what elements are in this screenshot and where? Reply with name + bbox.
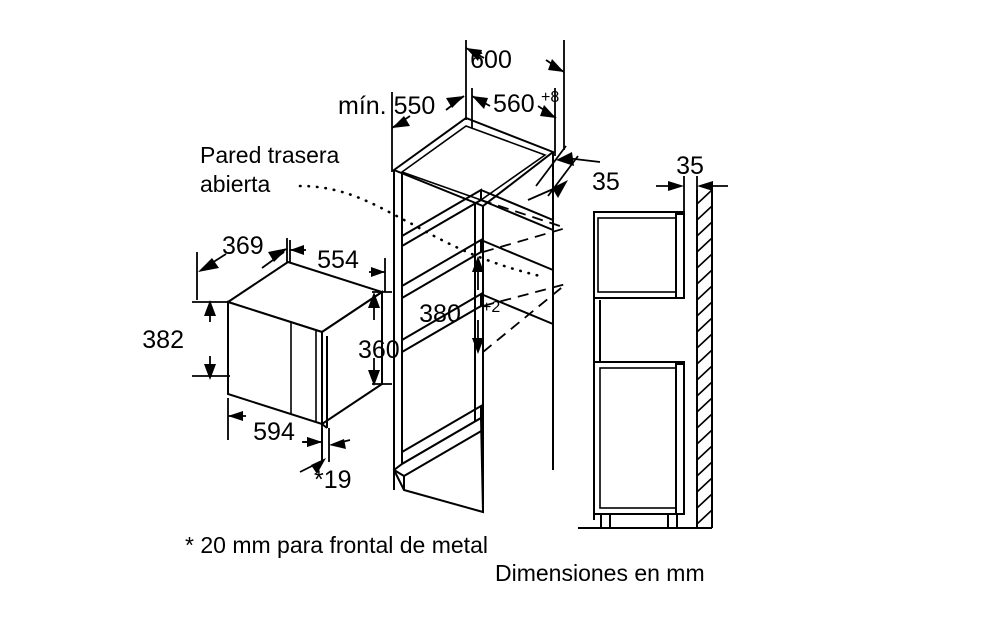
dim-382-label: 382: [142, 326, 184, 354]
side-elevation-view: [578, 189, 713, 529]
dimension-19: *19: [299, 424, 352, 494]
dim-360-arrowhead-bottom: [368, 370, 380, 386]
units-caption: Dimensiones en mm: [495, 560, 705, 586]
dim-550-arrowhead-left: [392, 116, 410, 128]
dim-35-side-label: 35: [676, 152, 704, 180]
dimension-560: 560 +8: [471, 88, 559, 156]
dim-594-arrowhead-left: [228, 411, 243, 421]
rear-open-dash-1: [482, 227, 567, 253]
open-back-note-line-2: abierta: [200, 171, 271, 197]
dim-594-label: 594: [253, 418, 295, 446]
dim-380-arrowhead-bottom: [472, 338, 484, 354]
niche-top-shelf: [401, 238, 482, 300]
niche-bottom-shelf-back: [480, 293, 554, 325]
dim-600-label: 600: [470, 46, 512, 74]
dim-369-arrowhead-right: [268, 248, 288, 262]
cabinet-shelf-upper-back: [480, 189, 554, 221]
dim-35-side-arrowhead-right: [697, 181, 713, 191]
rear-open-dash-3: [482, 283, 567, 307]
dim-560-tolerance: +8: [541, 89, 559, 106]
dim-35-iso-arrowhead-upper: [556, 152, 574, 166]
dim-560-arrowhead-left: [472, 96, 488, 109]
dim-600-arrowhead-right: [548, 59, 564, 72]
dim-380-arrowhead-top: [472, 256, 484, 272]
open-back-leader-dotted: [298, 184, 542, 278]
side-wall-hatching: [696, 189, 713, 525]
side-lower-cabinet-front-panel: [675, 363, 685, 515]
dim-560-arrowhead-right: [540, 105, 556, 118]
dim-35-iso-ext-1: [535, 145, 567, 187]
dimension-35-iso: 35: [527, 145, 620, 201]
cabinet-shelf-upper-back-2: [480, 199, 554, 231]
dimension-380: 380 +2: [419, 256, 500, 354]
appliance-box-view: [225, 260, 385, 429]
dim-550-label: mín. 550: [338, 92, 435, 120]
dim-382-arrowhead-top: [204, 300, 216, 316]
dim-380-tolerance: +2: [482, 299, 500, 316]
dim-19-arrowhead-leader: [311, 458, 326, 474]
dimension-360: 360: [358, 291, 400, 386]
dim-19-arrowhead-right: [329, 439, 346, 449]
dim-560-label: 560: [493, 90, 535, 118]
cabinet-top-inner-edge: [400, 125, 547, 201]
dim-600-arrowhead-left: [466, 48, 482, 61]
dim-554-arrowhead-right: [371, 267, 385, 277]
dim-360-label: 360: [358, 336, 400, 364]
dim-382-arrowhead-bottom: [204, 364, 216, 380]
dimension-369: 369: [196, 232, 288, 300]
rear-open-dash-2: [480, 199, 567, 229]
dim-35-iso-label: 35: [592, 168, 620, 196]
dim-554-label: 554: [317, 246, 359, 274]
side-upper-cabinet-outline: [593, 211, 685, 299]
cabinet-base-top-edge: [403, 429, 484, 477]
dim-35-side-arrowhead-left: [668, 181, 684, 191]
dimension-min-550: mín. 550: [338, 92, 465, 172]
side-cabinet-foot-right: [667, 513, 678, 529]
niche-top-shelf-back: [480, 239, 554, 271]
metal-front-footnote: * 20 mm para frontal de metal: [185, 532, 488, 558]
isometric-cabinet-view: [298, 116, 567, 514]
dim-19-label: *19: [314, 466, 352, 494]
open-back-note-line-1: Pared trasera: [200, 142, 340, 168]
niche-bottom-shelf: [401, 292, 482, 354]
dimension-35-side: 35: [656, 152, 728, 212]
dim-35-iso-arrowhead-lower: [552, 180, 568, 198]
side-cabinet-foot-left: [600, 513, 611, 529]
side-lower-cabinet-outline: [593, 361, 685, 515]
dimension-382: 382: [142, 300, 230, 380]
dimension-554: 554: [289, 240, 386, 292]
dim-550-arrowhead-right: [446, 96, 464, 108]
dim-369-arrowhead-left: [198, 258, 219, 272]
dimension-600: 600: [465, 40, 565, 150]
dim-380-label: 380: [419, 300, 461, 328]
dim-369-label: 369: [222, 232, 264, 260]
side-upper-cabinet-front-panel: [675, 213, 685, 299]
dim-554-arrowhead-left: [290, 245, 304, 255]
dim-19-arrowhead-left: [307, 437, 322, 447]
dim-360-arrowhead-top: [368, 292, 380, 308]
